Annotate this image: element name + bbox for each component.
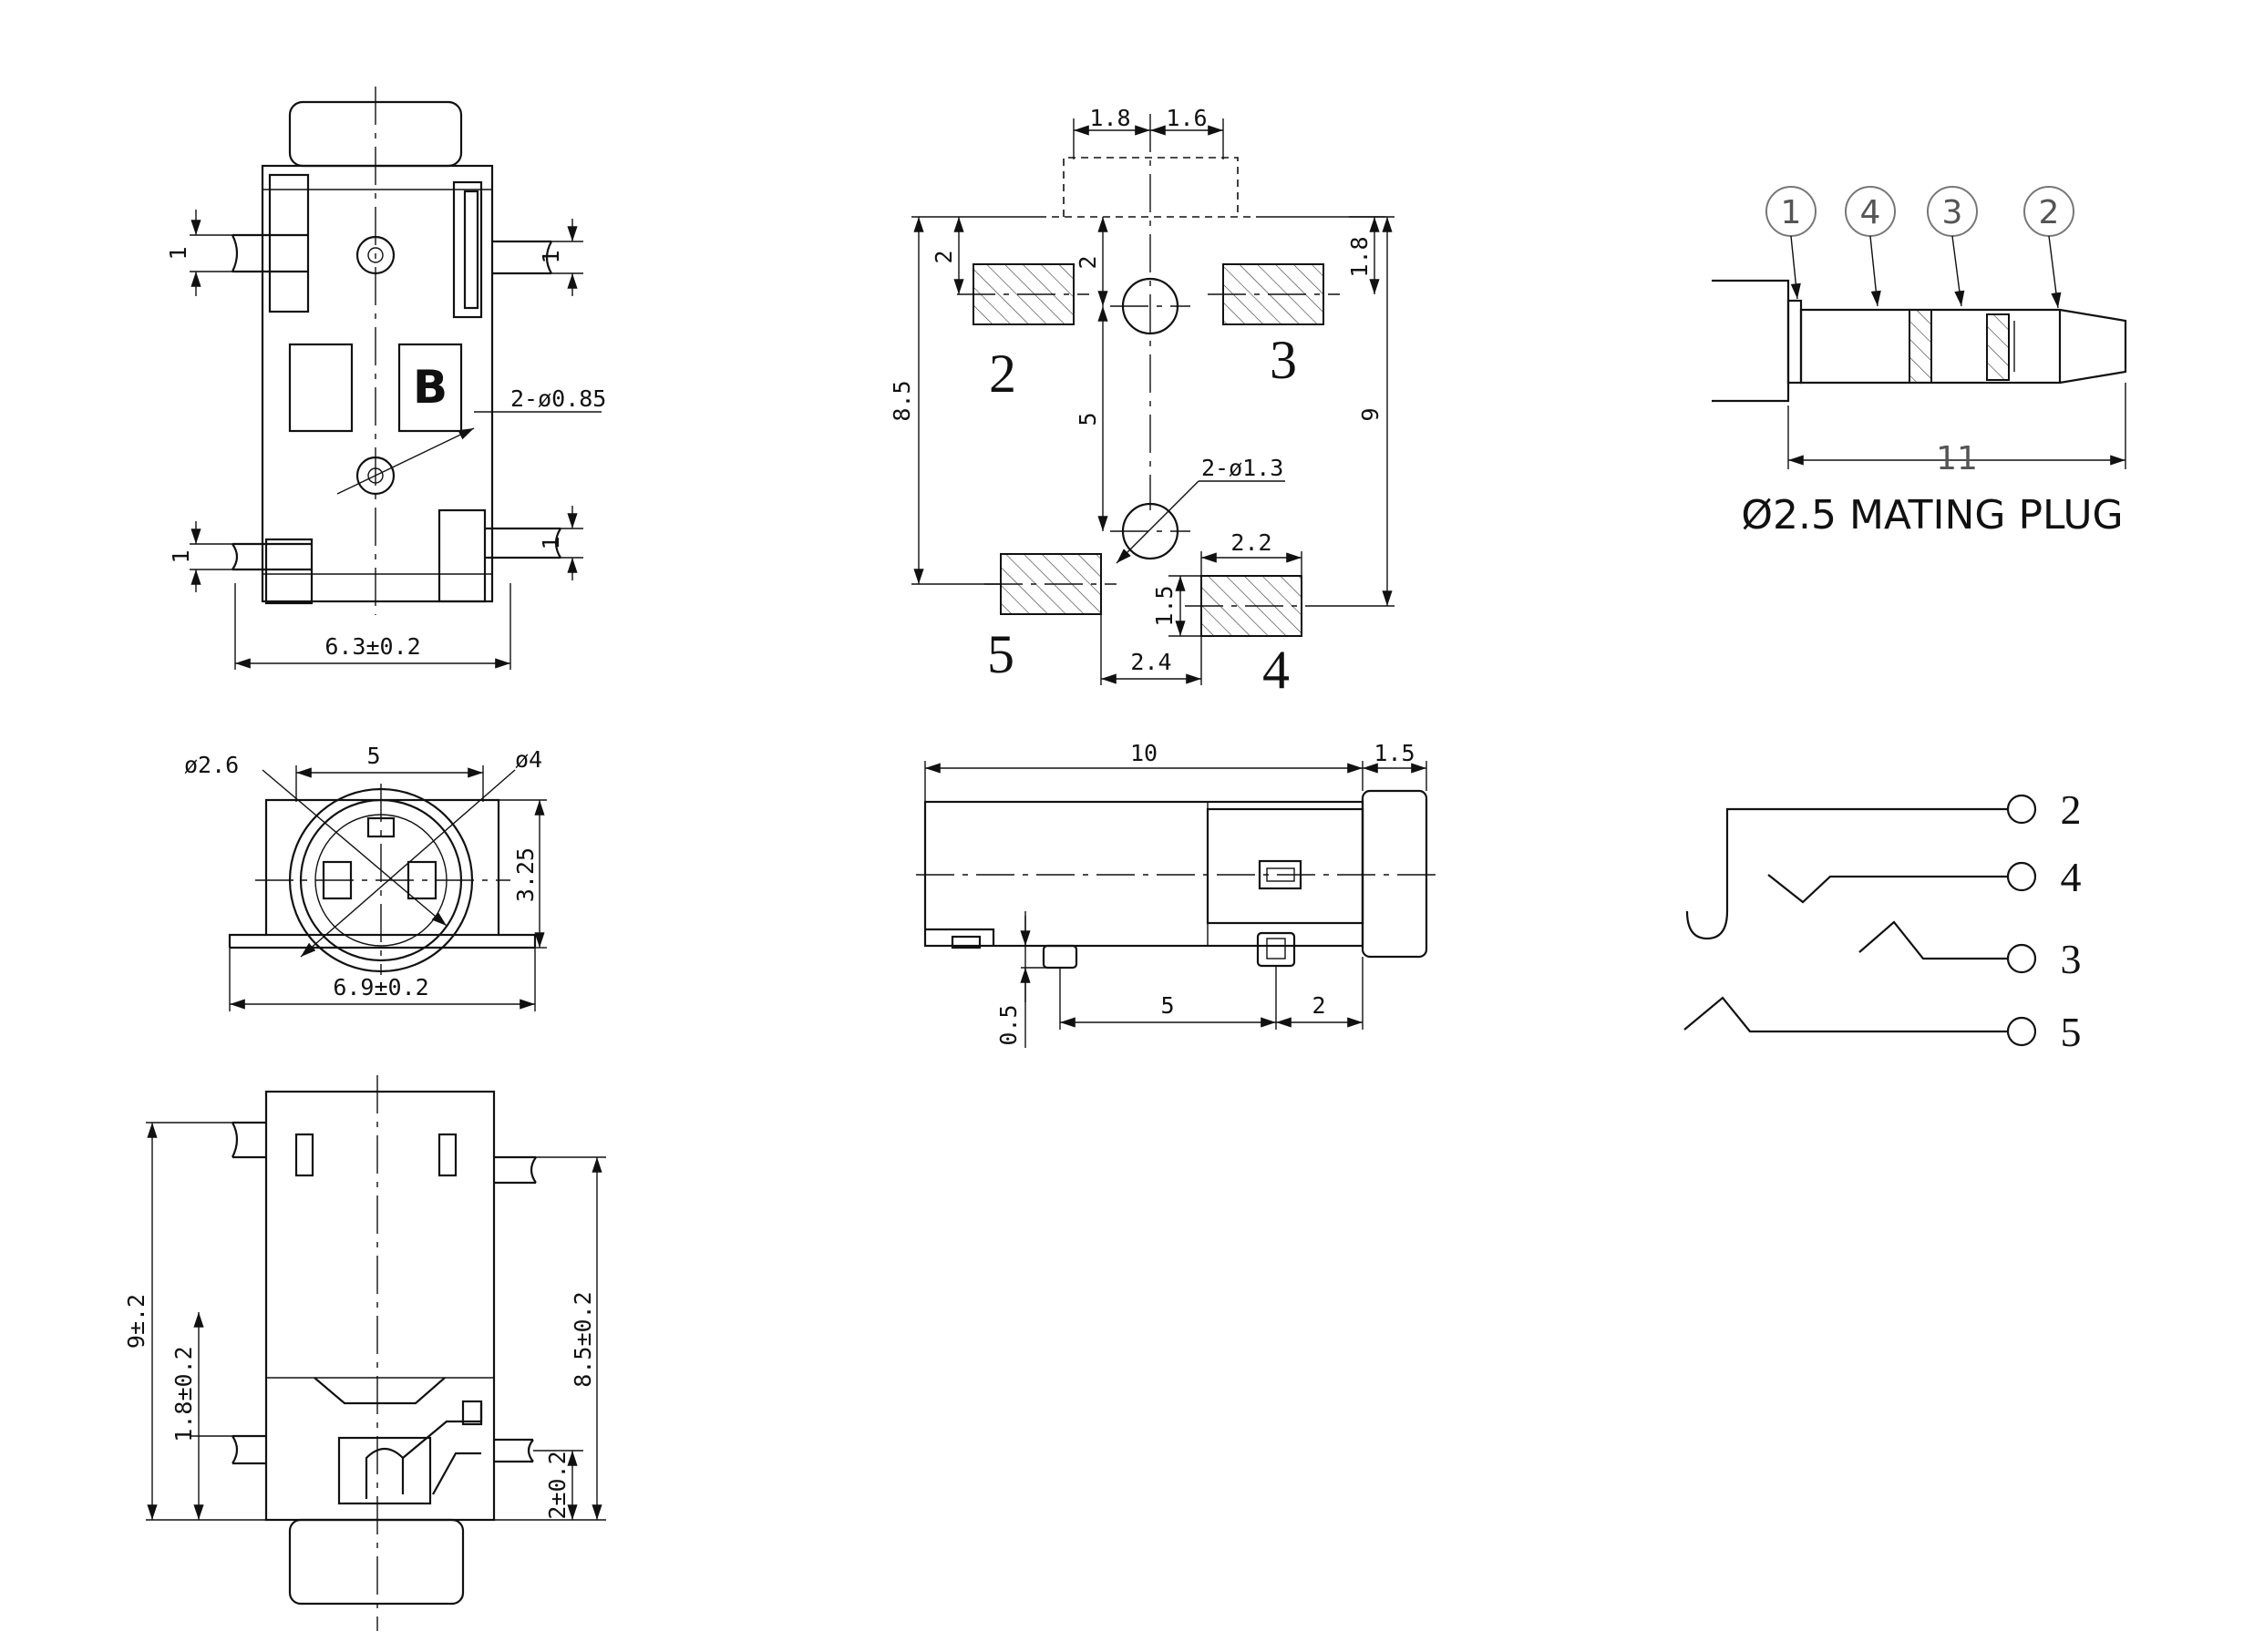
plug-balloon-3: 3 [1942, 194, 1963, 231]
pcb-top-left-dim: 1.8 [1089, 105, 1130, 131]
bottom-rear-dim: 1.8±0.2 [170, 1346, 197, 1442]
pcb-pad4-width-dim: 2.2 [1230, 529, 1271, 556]
lead-dim-ur: 1 [538, 250, 564, 263]
schematic: 2 4 3 5 [1683, 786, 2082, 1055]
bottom-front-dim: 2±0.2 [544, 1451, 571, 1519]
side-flange-dim: 1.5 [1374, 740, 1415, 766]
side-standoff-dim: 0.5 [995, 1004, 1022, 1045]
lead-dim-ll: 1 [168, 549, 194, 563]
pcb-pad-spacing-dim: 2.4 [1130, 649, 1171, 675]
bottom-span-dim: 8.5±0.2 [570, 1291, 596, 1387]
front-height-dim: 3.25 [512, 847, 539, 902]
plug-length-dim: 11 [1936, 440, 1978, 477]
inner-dia-dim: ø2.6 [184, 752, 239, 778]
schematic-terminal-4: 4 [2061, 854, 2082, 900]
pad-label-5: 5 [987, 624, 1014, 684]
front-view: ø2.6 ø4 5 3.25 6.9±0.2 [184, 743, 547, 1011]
pcb-layout: 2 3 5 4 1.8 1.6 8.5 2 2 5 1.8 9 2-ø1.3 [889, 105, 1395, 700]
bottom-view: 9±.2 1.8±0.2 8.5±0.2 2±0.2 [123, 1075, 606, 1631]
front-width-dim: 6.9±0.2 [333, 974, 428, 1000]
pcb-center-dim: 2 [1075, 255, 1101, 269]
pcb-hole-spacing-dim: 5 [1075, 412, 1101, 426]
mating-plug: 1 4 3 2 11 Ø2.5 MATING PLUG [1712, 186, 2127, 539]
top-view: B 2-ø0.85 1 1 1 1 6.3 [165, 87, 606, 670]
lead-dim-ul: 1 [165, 246, 191, 260]
pcb-pad3-dim: 1.8 [1346, 236, 1373, 277]
pcb-holes-dim: 2-ø1.3 [1201, 455, 1283, 481]
pcb-height-left-dim: 8.5 [889, 380, 915, 421]
bottom-overall-dim: 9±.2 [123, 1294, 149, 1349]
marking-letter: B [413, 361, 448, 414]
schematic-terminal-5: 5 [2061, 1009, 2082, 1055]
side-offset-dim: 2 [1312, 992, 1325, 1019]
pad-label-3: 3 [1270, 330, 1297, 390]
plug-balloon-1: 1 [1781, 194, 1802, 231]
side-view: 10 1.5 0.5 5 2 [916, 740, 1436, 1048]
top-width-dim: 6.3±0.2 [324, 633, 420, 660]
pcb-top-right-dim: 1.6 [1166, 105, 1207, 131]
lead-dim-lr: 1 [538, 536, 564, 549]
holes-dim: 2-ø0.85 [510, 385, 606, 412]
outer-dia-dim: ø4 [515, 746, 542, 773]
plug-balloon-2: 2 [2039, 194, 2060, 231]
marking-box [397, 343, 463, 433]
pcb-pad4-height-dim: 1.5 [1151, 585, 1178, 626]
plug-balloon-4: 4 [1860, 194, 1881, 231]
pad-label-2: 2 [989, 344, 1016, 404]
pcb-height-right-dim: 9 [1357, 407, 1384, 421]
side-peg-dim: 5 [1160, 992, 1174, 1019]
side-length-dim: 10 [1130, 740, 1158, 766]
schematic-terminal-3: 3 [2061, 936, 2082, 982]
plug-caption: Ø2.5 MATING PLUG [1741, 492, 2123, 539]
front-top-dim: 5 [366, 743, 380, 769]
pcb-pad2-dim: 2 [931, 250, 957, 263]
pad-label-4: 4 [1262, 640, 1290, 700]
schematic-terminal-2: 2 [2061, 786, 2082, 833]
